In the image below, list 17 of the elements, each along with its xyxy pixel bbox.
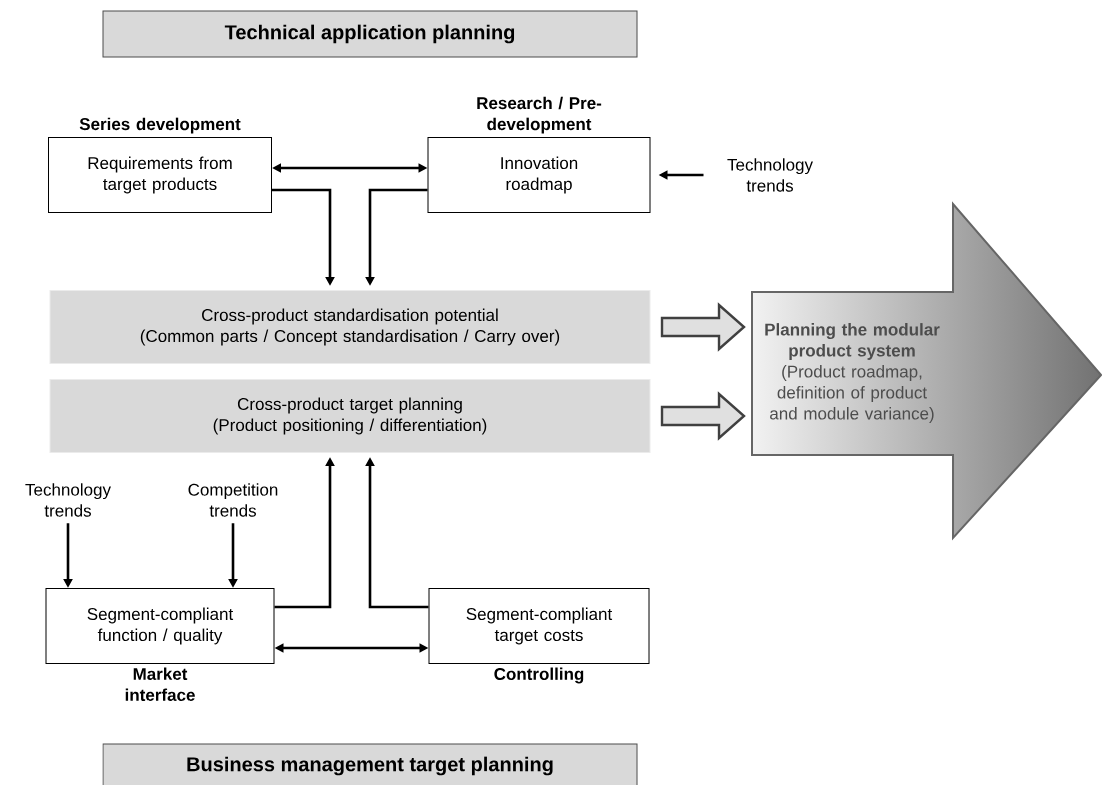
block-arrow [660, 391, 746, 441]
process-box: Innovation roadmap [427, 137, 651, 213]
process-box: Segment-compliant target costs [428, 588, 650, 664]
box-heading: Research / Pre-development [477, 96, 602, 134]
block-arrow [660, 302, 746, 352]
box-heading: Controlling [494, 667, 584, 684]
input-label: Technology trends [25, 483, 111, 517]
box-heading: Market interface [125, 667, 195, 701]
box-heading: Series development [79, 117, 241, 134]
heading-band: Technical application planning [102, 10, 638, 58]
input-label: Technology trends [727, 158, 813, 192]
heading-band: Business management target planning [102, 743, 638, 785]
input-label: Competition trends [188, 483, 278, 517]
process-box: Requirements from target products [48, 137, 272, 213]
band-box: Cross-product standardisation potential (Common parts / Concept standardisation / Carry over) [49, 290, 651, 364]
band-box: Cross-product target planning (Product positioning / differentiation) [49, 379, 651, 453]
process-box: Segment-compliant function / quality [45, 588, 275, 664]
